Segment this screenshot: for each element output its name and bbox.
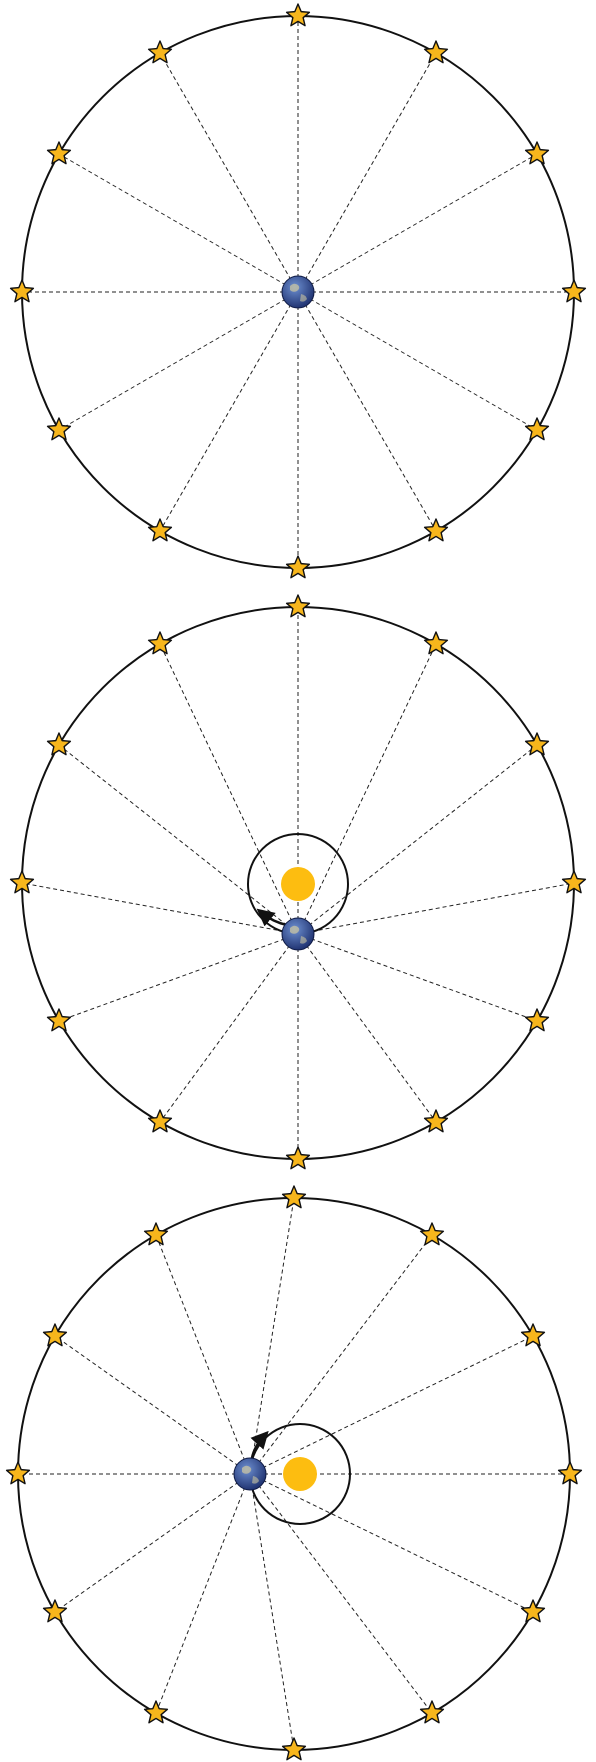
five-point-star-icon [520,1323,546,1347]
five-point-star-icon [46,1008,72,1032]
sight-line [58,153,299,293]
sight-line [249,1335,534,1475]
earth-landmass [300,294,307,302]
five-point-star-icon [5,1461,31,1485]
five-point-star-icon [561,279,587,303]
five-point-star-icon [423,518,449,542]
five-point-star-icon [281,1185,307,1209]
sight-line [249,1473,295,1751]
five-point-star-icon [524,1008,550,1032]
sight-line [159,291,299,532]
sight-line [249,1473,433,1714]
orbit-direction-arrow-icon [250,1430,269,1459]
sight-line [297,933,437,1123]
five-point-star-icon [285,594,311,618]
five-point-star-icon [42,1323,68,1347]
earth-disc [233,1457,267,1491]
sight-line [297,52,437,293]
sight-line [297,744,538,935]
sight-line [58,744,299,935]
sight-line [54,1335,251,1475]
five-point-star-icon [9,870,35,894]
five-point-star-icon [285,3,311,27]
earth-landmass [300,936,307,944]
five-point-star-icon [524,417,550,441]
earth-landmass [290,925,300,934]
sight-line [58,933,299,1022]
five-point-star-icon [419,1222,445,1246]
sight-line [159,643,299,935]
five-point-star-icon [423,40,449,64]
panel-earth-south-of-sun [9,594,587,1170]
five-point-star-icon [147,1109,173,1133]
five-point-star-icon [419,1700,445,1724]
five-point-star-icon [143,1700,169,1724]
five-point-star-icon [561,870,587,894]
earth-disc [281,917,315,951]
five-point-star-icon [147,631,173,655]
sight-line [155,1473,251,1714]
sight-line [297,291,437,532]
five-point-star-icon [42,1599,68,1623]
five-point-star-icon [524,732,550,756]
sight-line [297,643,437,935]
five-point-star-icon [557,1461,583,1485]
earth-landmass [252,1476,259,1484]
panel-earth-centered [9,3,587,579]
earth-landmass [290,283,300,292]
sight-line [58,291,299,431]
five-point-star-icon [423,631,449,655]
sight-line [249,1197,295,1475]
sight-line [21,882,299,935]
five-point-star-icon [285,1146,311,1170]
earth-disc [281,275,315,309]
five-point-star-icon [46,732,72,756]
five-point-star-icon [285,555,311,579]
sight-line [297,882,575,935]
five-point-star-icon [46,417,72,441]
sight-line [159,933,299,1123]
sight-line [54,1473,251,1613]
five-point-star-icon [147,518,173,542]
sight-line [159,52,299,293]
five-point-star-icon [46,141,72,165]
sight-line [297,153,538,293]
five-point-star-icon [147,40,173,64]
sight-line [155,1234,251,1475]
sight-line [297,933,538,1022]
five-point-star-icon [9,279,35,303]
sight-line [249,1473,534,1613]
five-point-star-icon [524,141,550,165]
earth-globe-icon [281,275,315,309]
earth-globe-icon [233,1457,267,1491]
five-point-star-icon [143,1222,169,1246]
five-point-star-icon [281,1737,307,1761]
earth-landmass [242,1465,252,1474]
five-point-star-icon [423,1109,449,1133]
sun-disc-icon [281,867,315,901]
earth-globe-icon [281,917,315,951]
five-point-star-icon [520,1599,546,1623]
sight-line [249,1234,433,1475]
panel-earth-west-of-sun [5,1185,583,1761]
sight-line [297,291,538,431]
sun-disc-icon [283,1457,317,1491]
